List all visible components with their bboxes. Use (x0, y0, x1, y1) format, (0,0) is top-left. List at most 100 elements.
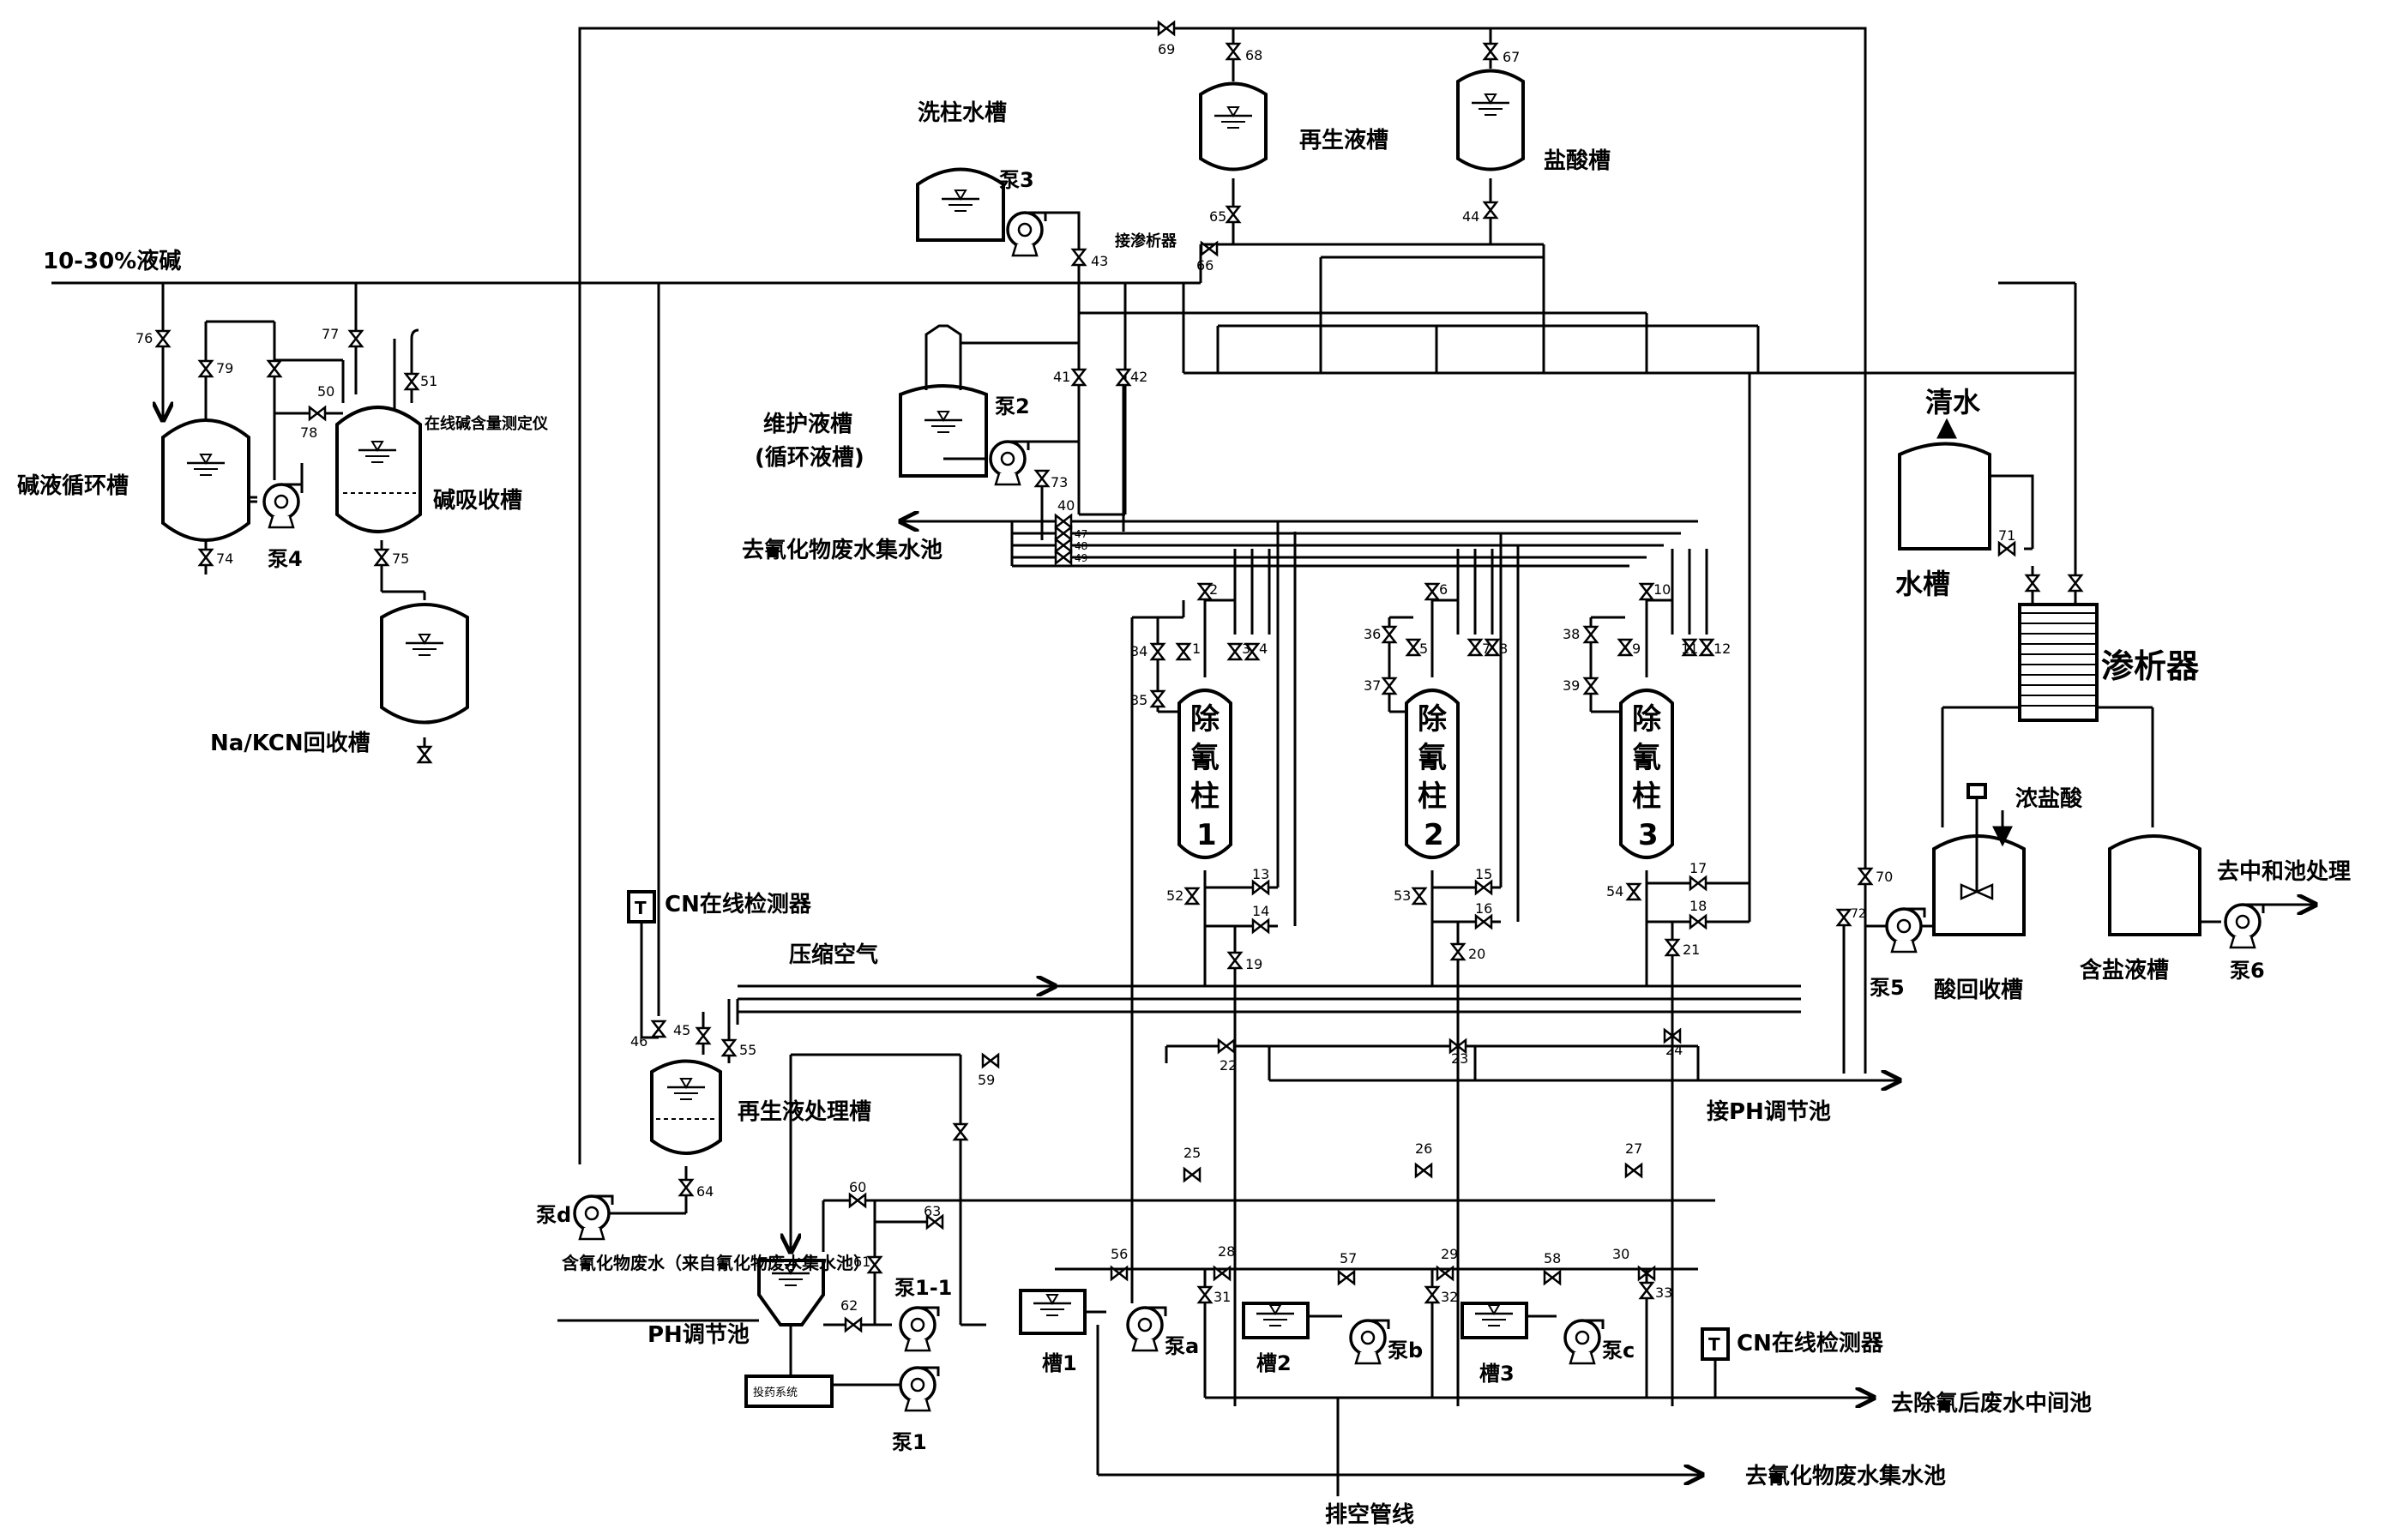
columns (1130, 373, 1751, 1406)
label-valves-v38: 38 (1563, 626, 1580, 642)
label-valves-v75: 75 (392, 550, 409, 567)
pump1-1-label: 泵1-1 (894, 1276, 952, 1300)
pump-1[interactable] (899, 1366, 940, 1412)
label-valves-v67: 67 (1503, 49, 1520, 65)
pump-2[interactable] (989, 440, 1030, 486)
nakcn-recovery-tank (380, 603, 469, 755)
label-valves-v39: 39 (1563, 677, 1580, 694)
small-tanks (1019, 1267, 1698, 1339)
label-valves-v53: 53 (1394, 887, 1411, 904)
pump-a[interactable] (1126, 1306, 1167, 1352)
label-valves-v23: 23 (1451, 1050, 1468, 1067)
pump4-label: 泵4 (268, 547, 303, 571)
pump-4[interactable] (262, 483, 304, 529)
label-valves-v44: 44 (1462, 208, 1479, 225)
label-valves-v49: 49 (1075, 552, 1087, 564)
lye-circulation-tank (161, 403, 250, 574)
label-valves-v45: 45 (673, 1022, 690, 1038)
label-valves-v62: 62 (840, 1297, 858, 1314)
label-valves-v13: 13 (1252, 866, 1269, 882)
col1-c2: 氰 (1190, 741, 1220, 775)
label-valves-v55: 55 (739, 1042, 756, 1058)
hcl-tank (1456, 69, 1525, 171)
label-valves-v19: 19 (1245, 956, 1262, 972)
label-valves-v78: 78 (300, 424, 317, 441)
tank2-label: 槽2 (1256, 1351, 1292, 1375)
connect-dialyzer-label: 接渗析器 (1115, 232, 1177, 250)
pump-6[interactable] (2224, 903, 2265, 949)
regen-tank (1199, 81, 1268, 171)
label-valves-v58: 58 (1544, 1250, 1561, 1266)
label-valves-v34: 34 (1130, 643, 1147, 659)
pump-1-1[interactable] (899, 1306, 940, 1352)
col2-num: 2 (1424, 818, 1444, 852)
regen-treat-label: 再生液处理槽 (738, 1099, 871, 1125)
maintenance-tank (899, 324, 1079, 478)
label-valves-v63: 63 (924, 1203, 941, 1219)
nakcn-label: Na/KCN回收槽 (210, 731, 370, 756)
label-valves-v7: 7 (1482, 641, 1491, 657)
alkali-absorb-tank (335, 328, 422, 533)
label-valves-v16: 16 (1475, 900, 1492, 917)
pump-c[interactable] (1563, 1319, 1605, 1365)
col1-c3: 柱 (1190, 779, 1220, 814)
to-neutral-label: 去中和池处理 (2217, 859, 2351, 885)
col2-c3: 柱 (1418, 779, 1447, 814)
absorb-tank-label: 碱吸收槽 (433, 488, 522, 514)
label-valves-v28: 28 (1218, 1243, 1235, 1260)
conc-hcl-label: 浓盐酸 (2015, 786, 2083, 812)
right-section (1842, 418, 2316, 1074)
label-valves-v40: 40 (1057, 497, 1075, 514)
pumpd-label: 泵d (536, 1203, 571, 1227)
label-valves-v31: 31 (1214, 1289, 1231, 1305)
label-valves-v46: 46 (630, 1033, 647, 1050)
label-valves-v47: 47 (1075, 528, 1087, 540)
label-valves-v8: 8 (1499, 641, 1508, 657)
col3-num: 3 (1638, 818, 1659, 852)
label-valves-v61: 61 (853, 1254, 870, 1270)
label-valves-v4: 4 (1259, 641, 1268, 657)
maint-tank-label: 维护液槽 (763, 411, 852, 437)
col2-c2: 氰 (1418, 741, 1447, 775)
to-ph-label: 接PH调节池 (1707, 1099, 1831, 1125)
label-valves-v3: 3 (1242, 641, 1250, 657)
label-valves-v30: 30 (1612, 1246, 1629, 1262)
label-valves-v36: 36 (1364, 626, 1381, 642)
col1-num: 1 (1196, 818, 1217, 852)
cn-detector-label: CN在线检测器 (665, 891, 812, 917)
label-valves-v76: 76 (136, 330, 153, 346)
label-valves-v32: 32 (1441, 1289, 1458, 1305)
pump-b[interactable] (1349, 1319, 1390, 1365)
dialyzer-label: 渗析器 (2101, 647, 2200, 685)
label-valves-v15: 15 (1475, 866, 1492, 882)
to-cn-pool-bottom: 去氰化物废水集水池 (1745, 1463, 1946, 1489)
label-valves-v70: 70 (1876, 869, 1893, 885)
label-valves-v68: 68 (1245, 47, 1262, 63)
pumpc-label: 泵c (1602, 1338, 1635, 1363)
water-tank-label: 水槽 (1895, 568, 1950, 600)
label-valves-v42: 42 (1130, 369, 1147, 385)
pump6-label: 泵6 (2230, 959, 2265, 983)
salt-tank-label: 含盐液槽 (2080, 957, 2169, 984)
pump-d[interactable] (573, 1194, 614, 1241)
lye-feed-label: 10-30%液碱 (43, 249, 181, 274)
label-valves-v41: 41 (1053, 369, 1070, 385)
t-symbol-1: T (635, 898, 647, 918)
maint-tank-label-2: (循环液槽) (755, 445, 864, 471)
pump5-label: 泵5 (1870, 976, 1905, 1000)
pump2-label: 泵2 (995, 394, 1030, 418)
top-header-piping (197, 27, 2077, 1164)
label-valves-v6: 6 (1439, 581, 1448, 598)
label-valves-v10: 10 (1653, 581, 1671, 598)
label-valves-v27: 27 (1625, 1140, 1642, 1157)
col3-c2: 氰 (1632, 741, 1661, 775)
label-valves-v33: 33 (1655, 1284, 1672, 1301)
pump-5[interactable] (1885, 907, 1926, 953)
wash-tank-label: 洗柱水槽 (918, 100, 1007, 126)
label-valves-v65: 65 (1209, 208, 1226, 225)
pump-3[interactable] (1006, 211, 1047, 257)
label-valves-v77: 77 (322, 326, 339, 342)
t-symbol-2: T (1708, 1334, 1720, 1355)
label-valves-v37: 37 (1364, 677, 1381, 694)
